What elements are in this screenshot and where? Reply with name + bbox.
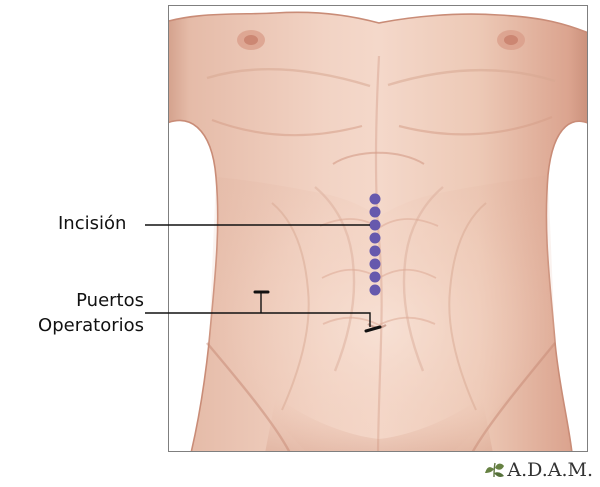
incision-dot [370,246,381,257]
operating-ports-label: Puertos Operatorios [38,288,144,338]
incision-dot [370,259,381,270]
incision-dot [370,220,381,231]
incision-dot [370,207,381,218]
operating-ports-label-line-1: Puertos [38,288,144,313]
incision-dot [370,233,381,244]
adam-logo: A.D.A.M. [484,460,593,480]
incision-dot [370,194,381,205]
incision-label: Incisión [58,213,126,235]
leaf-logo-icon [484,461,505,479]
incision-dot [370,272,381,283]
adam-logo-text: A.D.A.M. [507,460,593,480]
operating-ports-label-line-2: Operatorios [38,313,144,338]
incision-dot [370,285,381,296]
abdomen-illustration-frame [168,5,588,452]
torso-anatomy-illustration [169,6,588,452]
